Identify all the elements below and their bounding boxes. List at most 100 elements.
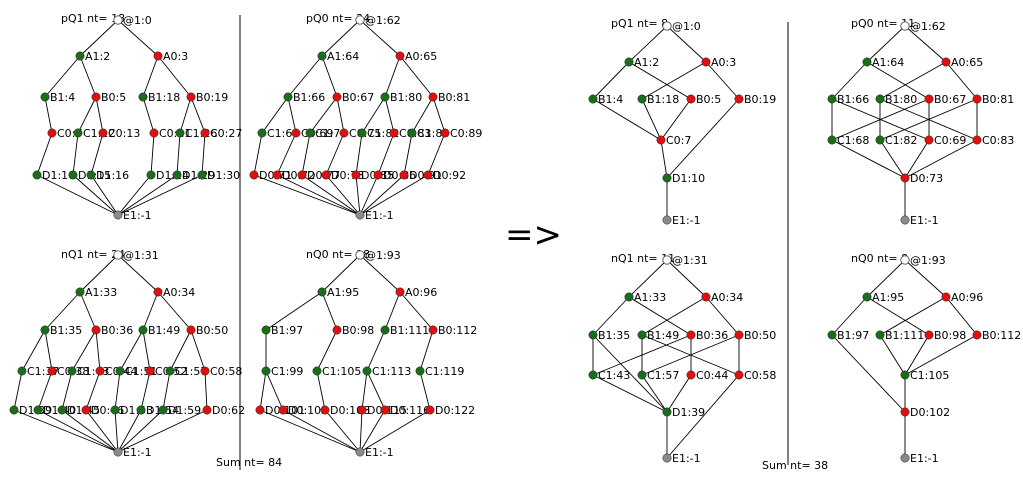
bdd-edge — [321, 19, 361, 57]
bdd-node-green — [827, 135, 837, 145]
bdd-node-red — [900, 173, 910, 183]
bdd-node-green — [68, 170, 78, 180]
bdd-node-green — [32, 170, 42, 180]
bdd-edge — [61, 370, 73, 411]
bdd-node-green — [146, 170, 156, 180]
bdd-node-red — [202, 405, 212, 415]
bdd-edge — [628, 296, 692, 336]
bdd-node-label: C1:99 — [271, 365, 303, 378]
diagram-title: pQ1 nt= 8 — [611, 17, 668, 30]
bdd-node-label: B1:4 — [598, 93, 623, 106]
bdd-node-red — [47, 128, 57, 138]
bdd-edge — [157, 291, 192, 331]
bdd-node-red — [186, 92, 196, 102]
bdd-edge — [359, 174, 429, 216]
bdd-edge — [361, 96, 386, 134]
bdd-edge — [142, 96, 155, 134]
bdd-edge — [411, 96, 434, 134]
bdd-node-gray — [355, 210, 365, 220]
bdd-node-red — [255, 405, 265, 415]
bdd-edge — [79, 19, 119, 57]
diagram-title: nQ1 nt= 24 — [61, 248, 125, 261]
bdd-edge — [628, 61, 692, 100]
bdd-edge — [641, 334, 740, 376]
bdd-node-label: C1:105 — [322, 365, 361, 378]
bdd-edge — [641, 98, 662, 141]
bdd-node-label: A0:34 — [163, 286, 195, 299]
bdd-node-label: B0:98 — [342, 324, 374, 337]
bdd-node-label: @1:31 — [123, 249, 159, 262]
bdd-node-red — [972, 135, 982, 145]
diagram-title: nQ0 nt= 18 — [306, 248, 370, 261]
bdd-node-label: B0:36 — [101, 324, 133, 337]
bdd-node-red — [389, 128, 399, 138]
bdd-node-label: A1:2 — [634, 56, 659, 69]
bdd-node-red — [332, 92, 342, 102]
bdd-edge — [399, 55, 434, 98]
bdd-node-green — [138, 325, 148, 335]
bdd-edge — [61, 409, 119, 453]
bdd-edge — [359, 174, 405, 216]
bdd-node-root — [900, 255, 910, 265]
bdd-node-label: A0:96 — [951, 291, 983, 304]
bdd-edge — [641, 374, 668, 413]
bdd-node-red — [686, 370, 696, 380]
bdd-node-label: A0:96 — [405, 286, 437, 299]
bdd-edge — [419, 370, 431, 411]
bdd-node-red — [297, 170, 307, 180]
bdd-node-green — [662, 173, 672, 183]
bdd-edge — [142, 291, 159, 331]
bdd-node-label: C1:88 — [417, 127, 449, 140]
bdd-edge — [366, 370, 386, 411]
bdd-node-green — [283, 92, 293, 102]
bdd-edge — [359, 409, 363, 453]
bdd-node-label: B0:81 — [438, 91, 470, 104]
bdd-edge — [831, 334, 906, 413]
bdd-edge — [316, 329, 338, 372]
bdd-node-label: C0:7 — [666, 134, 691, 147]
bdd-node-label: B0:19 — [744, 93, 776, 106]
bdd-node-green — [588, 370, 598, 380]
bdd-node-label: B0:50 — [196, 324, 228, 337]
bdd-node-red — [941, 57, 951, 67]
bdd-node-red — [47, 366, 57, 376]
bdd-node-label: B1:18 — [647, 93, 679, 106]
bdd-edge — [95, 96, 104, 134]
bdd-node-red — [186, 325, 196, 335]
bdd-edge — [705, 296, 740, 336]
bdd-edge — [384, 291, 401, 331]
bdd-edge — [301, 174, 361, 216]
bdd-edge — [36, 174, 119, 216]
bdd-node-gray — [900, 215, 910, 225]
bdd-node-label: @1:31 — [672, 254, 708, 267]
bdd-node-label: D1:10 — [672, 172, 705, 185]
bdd-edge — [13, 409, 119, 453]
bdd-node-red — [972, 94, 982, 104]
bdd-edge — [176, 132, 181, 176]
bdd-edge — [259, 409, 361, 453]
bdd-edge — [276, 174, 361, 216]
bdd-node-red — [440, 128, 450, 138]
bdd-node-red — [924, 135, 934, 145]
bdd-node-label: C1:113 — [372, 365, 411, 378]
bdd-node-red — [686, 94, 696, 104]
bdd-node-green — [261, 366, 271, 376]
bdd-node-label: B0:50 — [744, 329, 776, 342]
bdd-node-label: @1:62 — [365, 14, 401, 27]
bdd-node-label: B1:49 — [148, 324, 180, 337]
bdd-edge — [36, 132, 53, 176]
bdd-edge — [204, 370, 208, 411]
diagram-title: nQ0 nt= 8 — [851, 252, 908, 265]
bdd-edge — [90, 132, 104, 176]
bdd-node-red — [900, 407, 910, 417]
bdd-edge — [117, 409, 164, 453]
bdd-edge — [592, 334, 668, 413]
bdd-edge — [879, 61, 947, 100]
bdd-edge — [114, 370, 121, 411]
bdd-node-label: @1:0 — [672, 20, 701, 33]
bdd-node-label: C1:57 — [647, 369, 679, 382]
bdd-node-green — [588, 94, 598, 104]
bdd-edge — [190, 329, 206, 372]
